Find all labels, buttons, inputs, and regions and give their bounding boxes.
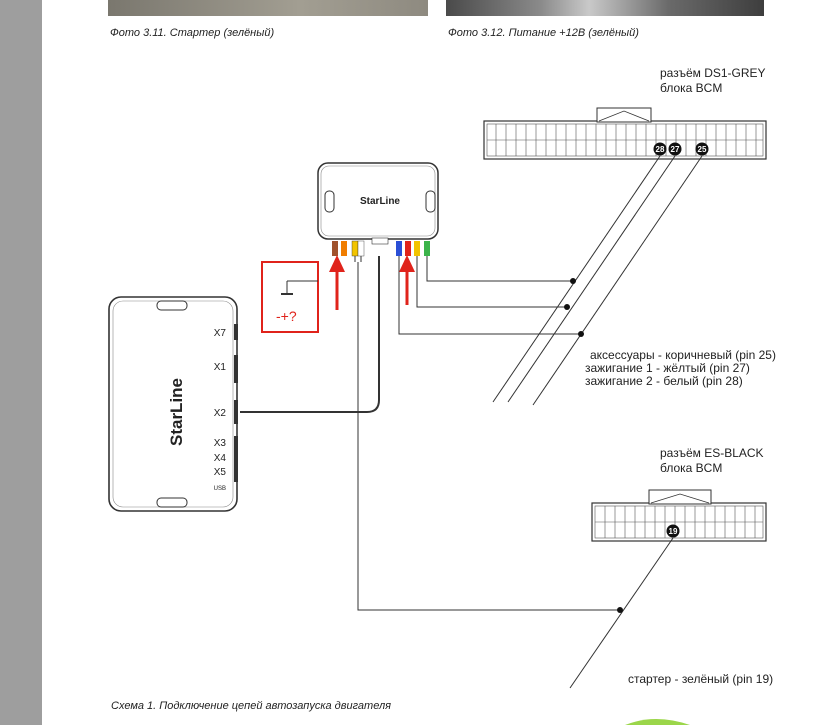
ground-annotation: -+? [261,261,319,333]
label-starter: стартер - зелёный (pin 19) [628,672,774,686]
page-side-bar [0,0,42,725]
pin-yellow-left [351,240,359,257]
pin-green [424,241,430,256]
pin-27-marker [668,142,682,156]
port-x3: X3 [214,438,227,449]
connector-ds1-subtitle: блока BCM [660,81,723,95]
pin-28-marker [653,142,667,156]
main-unit-logo: StarLine [167,378,186,446]
pin-19-marker [666,524,680,538]
junction-accessories [578,331,584,337]
connector-ds1-grey: 28 27 25 [483,107,767,160]
red-arrow-right [399,255,415,305]
caption-photo-3-11: Фото 3.11. Стартер (зелёный) [110,27,275,39]
caption-scheme-1: Схема 1. Подключение цепей автозапуска д… [111,700,392,712]
junction-ignition-2 [570,278,576,284]
port-x7: X7 [214,328,227,339]
port-usb: USB [214,486,226,492]
pin-27-label: 27 [671,145,680,154]
connector-es-subtitle: блока BCM [660,461,723,475]
label-ignition-2: зажигание 2 - белый (pin 28) [585,374,743,388]
connector-es-title: разъём ES-BLACK [660,446,764,460]
pin-19-label: 19 [669,527,678,536]
relay-wires [354,256,620,611]
pin-white [357,240,365,257]
label-ignition-1: зажигание 1 - жёлтый (pin 27) [585,361,750,375]
ds1-harness-wires [492,155,703,406]
pin-brown [332,241,338,256]
port-x1: X1 [214,362,227,373]
relay-module-logo: StarLine [360,196,400,207]
caption-photo-3-12: Фото 3.12. Питание +12В (зелёный) [448,27,639,39]
main-unit: StarLine X7 X1 X2 X3 X4 X5 USB [108,296,238,512]
pin-28-label: 28 [656,145,665,154]
port-x4: X4 [214,453,227,464]
red-arrow-left [329,255,345,310]
connector-es-cells [595,506,763,538]
ground-annotation-text: -+? [276,308,297,324]
pin-red [405,241,411,256]
green-corner-decoration [625,719,690,725]
junction-starter [617,607,623,613]
connector-ds1-cells [487,124,763,156]
label-accessories: аксессуары - коричневый (pin 25) [590,348,776,362]
connector-es-black: 19 [591,489,767,542]
pin-yellow [414,241,420,256]
port-x5: X5 [214,467,227,478]
x2-cable [240,256,380,413]
port-x2: X2 [214,408,227,419]
connector-ds1-title: разъём DS1-GREY [660,66,766,80]
pin-25-label: 25 [698,145,707,154]
photo-power [446,0,764,16]
es-harness-wire [569,537,674,689]
pin-orange [341,241,347,256]
pin-25-marker [695,142,709,156]
photo-starter [108,0,428,16]
pin-blue [396,241,402,256]
junction-ignition-1 [564,304,570,310]
pin-latch [371,237,389,245]
relay-module: StarLine [317,162,439,257]
